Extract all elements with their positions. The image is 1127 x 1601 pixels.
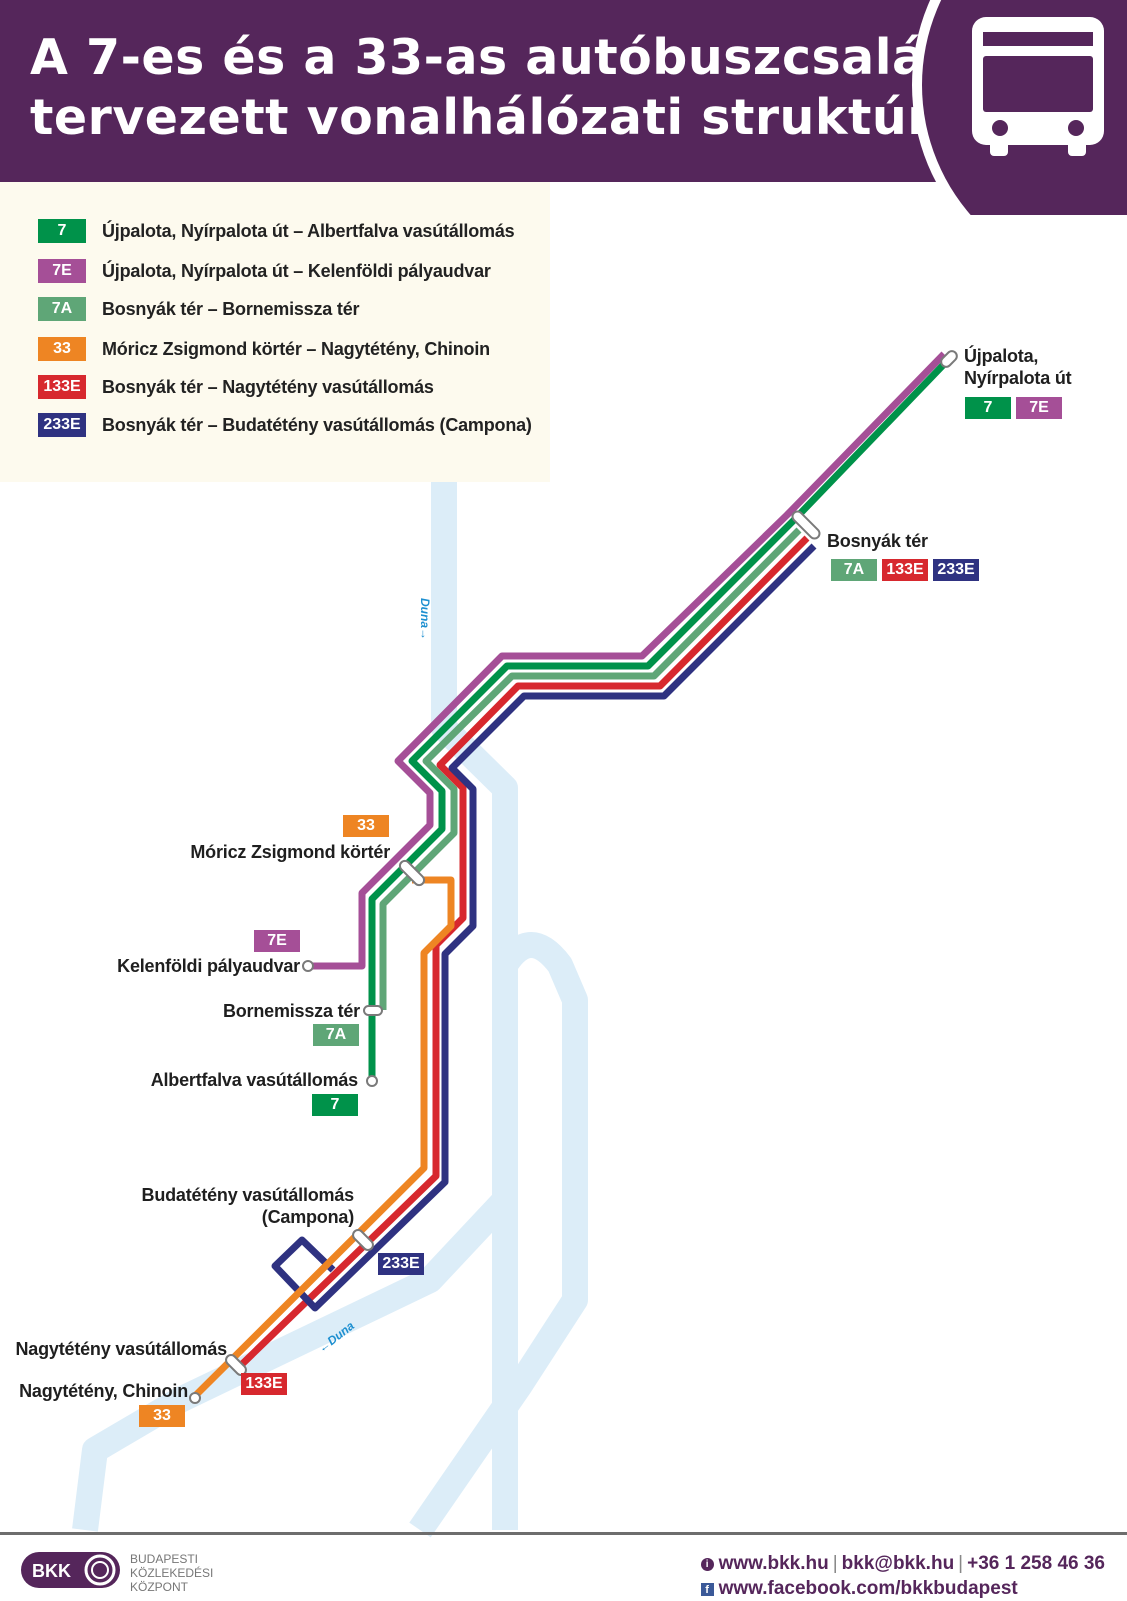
- stop-label-kelenfold: Kelenföldi pályaudvar: [117, 956, 300, 976]
- stop-marker-moricz: [398, 859, 426, 887]
- stop-badge-albertfalva-7: 7: [312, 1094, 358, 1116]
- legend-row-133E: 133E Bosnyák tér – Nagytétény vasútállom…: [38, 374, 434, 400]
- legend-row-7E: 7E Újpalota, Nyírpalota út – Kelenföldi …: [38, 258, 491, 284]
- stop-label-ujpalota-line1: Újpalota,: [964, 346, 1039, 366]
- legend-row-33: 33 Móricz Zsigmond körtér – Nagytétény, …: [38, 336, 490, 362]
- org-name-line3: KÖZPONT: [130, 1580, 189, 1594]
- legend-panel: 7 Újpalota, Nyírpalota út – Albertfalva …: [0, 182, 550, 482]
- info-icon: i: [700, 1558, 714, 1571]
- route-badge-33: 33: [38, 337, 86, 361]
- stop-badge-kelenfold-7E: 7E: [254, 930, 300, 952]
- legend-text-7E: Újpalota, Nyírpalota út – Kelenföldi pál…: [102, 260, 491, 281]
- route-badge-133E: 133E: [38, 375, 86, 399]
- page-title: A 7-es és a 33-as autóbuszcsalád terveze…: [30, 28, 1016, 148]
- stop-marker-bornemissza: [363, 1005, 383, 1016]
- legend-text-7: Újpalota, Nyírpalota út – Albertfalva va…: [102, 220, 515, 241]
- org-name-line1: BUDAPESTI: [130, 1552, 199, 1566]
- stop-marker-kelenfold: [302, 960, 314, 972]
- stop-badge-nagyteteny-133E: 133E: [241, 1373, 287, 1395]
- route-7-line: [368, 357, 951, 1078]
- route-badge-7A: 7A: [38, 297, 86, 321]
- stop-label-nagyteteny-vasut: Nagytétény vasútállomás: [15, 1339, 228, 1359]
- legend-row-7A: 7A Bosnyák tér – Bornemissza tér: [38, 296, 360, 322]
- stop-badge-budateteny-233E: 233E: [378, 1253, 424, 1275]
- email-link[interactable]: bkk@bkk.hu: [841, 1553, 955, 1574]
- bkk-logo[interactable]: BKK: [20, 1548, 122, 1592]
- stop-badge-bosnyak-233E: 233E: [933, 559, 979, 581]
- route-133E-line: [233, 535, 810, 1373]
- title-line-1: A 7-es és a 33-as autóbuszcsalád: [30, 29, 962, 86]
- contacts-row-2: f www.facebook.com/bkkbudapest: [700, 1576, 1105, 1601]
- danube-label-north: Duna→: [418, 598, 432, 640]
- route-33-line: [192, 876, 455, 1399]
- legend-text-33: Móricz Zsigmond körtér – Nagytétény, Chi…: [102, 338, 490, 359]
- facebook-icon: f: [700, 1583, 714, 1596]
- route-badge-233E: 233E: [38, 413, 86, 437]
- route-7A-line: [379, 527, 802, 1010]
- stop-label-bornemissza: Bornemissza tér: [222, 1001, 360, 1021]
- org-name: BUDAPESTI KÖZLEKEDÉSI KÖZPONT: [130, 1552, 213, 1594]
- separator: |: [832, 1553, 838, 1574]
- website-link[interactable]: www.bkk.hu: [718, 1553, 829, 1574]
- stop-label-budateteny-line2: (Campona): [261, 1207, 354, 1227]
- legend-text-7A: Bosnyák tér – Bornemissza tér: [102, 298, 360, 319]
- stop-badge-ujpalota-7: 7: [965, 397, 1011, 419]
- bkk-logo-text: BKK: [32, 1561, 71, 1581]
- stop-label-budateteny: Budatétény vasútállomás (Campona): [100, 1184, 355, 1228]
- route-badge-7E: 7E: [38, 259, 86, 283]
- route-233E-line: [271, 543, 817, 1312]
- stop-marker-budateteny: [352, 1229, 374, 1251]
- legend-text-133E: Bosnyák tér – Nagytétény vasútállomás: [102, 376, 434, 397]
- stop-marker-ujpalota: [940, 350, 958, 368]
- facebook-link[interactable]: www.facebook.com/bkkbudapest: [718, 1578, 1018, 1599]
- stop-marker-chinoin: [189, 1392, 201, 1404]
- stop-badge-bosnyak-133E: 133E: [882, 559, 928, 581]
- org-name-line2: KÖZLEKEDÉSI: [130, 1566, 214, 1580]
- stop-label-bosnyak: Bosnyák tér: [827, 531, 928, 551]
- legend-text-233E: Bosnyák tér – Budatétény vasútállomás (C…: [102, 414, 532, 435]
- footer-divider: [0, 1532, 1127, 1535]
- stop-label-chinoin: Nagytétény, Chinoin: [19, 1381, 188, 1401]
- legend-row-233E: 233E Bosnyák tér – Budatétény vasútállom…: [38, 412, 532, 438]
- stop-badge-bornemissza-7A: 7A: [313, 1024, 359, 1046]
- stop-marker-bosnyak: [791, 510, 821, 540]
- stop-marker-albertfalva: [366, 1075, 378, 1087]
- route-7E-line: [305, 351, 947, 970]
- route-badge-7: 7: [38, 219, 86, 243]
- stop-label-albertfalva: Albertfalva vasútállomás: [150, 1070, 358, 1090]
- separator: |: [958, 1553, 964, 1574]
- stop-label-ujpalota-line2: Nyírpalota út: [964, 368, 1072, 388]
- stop-badge-ujpalota-7E: 7E: [1016, 397, 1062, 419]
- stop-label-budateteny-line1: Budatétény vasútállomás: [141, 1185, 355, 1205]
- danube-river: [72, 482, 588, 1538]
- stop-label-moricz: Móricz Zsigmond körtér: [190, 842, 390, 862]
- title-line-2: tervezett vonalhálózati struktúrája: [30, 89, 1017, 146]
- stop-badge-bosnyak-7A: 7A: [831, 559, 877, 581]
- stop-badge-chinoin-33: 33: [139, 1405, 185, 1427]
- stop-badge-moricz-33: 33: [343, 815, 389, 837]
- legend-row-7: 7 Újpalota, Nyírpalota út – Albertfalva …: [38, 218, 515, 244]
- phone-number[interactable]: +36 1 258 46 36: [967, 1553, 1105, 1574]
- stop-label-ujpalota: Újpalota, Nyírpalota út: [964, 345, 1072, 389]
